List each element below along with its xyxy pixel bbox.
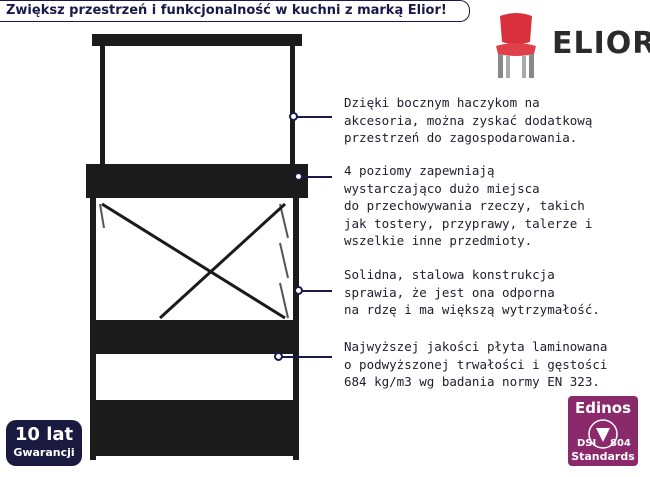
feature-text-4: Najwyższej jakości płyta laminowana o po…	[344, 339, 608, 389]
certificate-seal-icon: DSI 804	[577, 419, 631, 449]
connector-line-1	[296, 116, 332, 118]
feature-text-3: Solidna, stalowa konstrukcja sprawia, że…	[344, 267, 600, 317]
connector-line-4	[282, 356, 332, 358]
edinos-certificate-badge: Edinos DSI 804 Standards	[568, 396, 638, 466]
connector-line-3	[302, 290, 332, 292]
kitchen-shelf-icon	[86, 34, 308, 460]
feature-marker-4	[274, 352, 283, 361]
certificate-label: Standards	[571, 450, 635, 463]
feature-marker-1	[289, 112, 298, 121]
connector-line-2	[302, 176, 332, 178]
feature-marker-3	[294, 286, 303, 295]
warranty-years: 10 lat	[14, 424, 74, 445]
feature-text-2: 4 poziomy zapewniają wystarczająco dużo …	[344, 163, 593, 248]
certificate-name: Edinos	[574, 399, 632, 417]
warranty-badge: 10 lat Gwarancji	[6, 420, 82, 466]
feature-text-1: Dzięki bocznym haczykom na akcesoria, mo…	[344, 95, 593, 145]
certificate-left: DSI	[577, 438, 596, 449]
certificate-right: 804	[610, 438, 631, 449]
warranty-label: Gwarancji	[13, 446, 75, 459]
brand-logo: ELIOR	[486, 12, 650, 82]
feature-marker-2	[294, 172, 303, 181]
header-title: Zwiększ przestrzeń i funkcjonalność w ku…	[6, 3, 447, 18]
chair-icon	[496, 13, 536, 78]
brand-name: ELIOR	[552, 26, 650, 61]
header-banner: Zwiększ przestrzeń i funkcjonalność w ku…	[0, 0, 470, 22]
